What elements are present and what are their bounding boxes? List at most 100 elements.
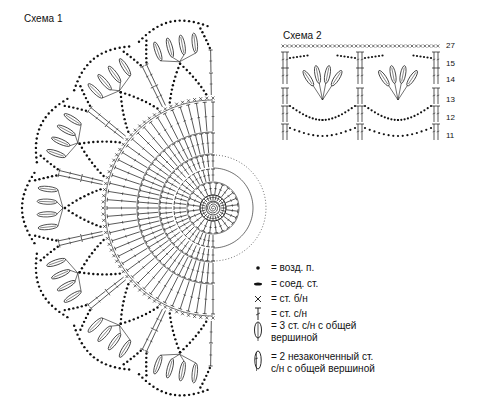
stitch-line bbox=[49, 260, 64, 265]
stitch-line bbox=[225, 209, 226, 213]
chain-dot bbox=[404, 118, 406, 120]
chain-dot bbox=[133, 355, 135, 357]
stitch-line bbox=[106, 176, 109, 179]
chain-dot bbox=[364, 57, 366, 59]
chain-dot bbox=[145, 34, 147, 36]
stitch-line bbox=[102, 200, 105, 203]
chain-dot bbox=[47, 238, 49, 240]
chain-dot bbox=[101, 52, 103, 54]
stitch-line bbox=[123, 185, 125, 188]
chain-dot bbox=[86, 350, 88, 352]
chain-dot bbox=[174, 394, 176, 396]
stitch-line bbox=[189, 184, 191, 186]
chain-dot bbox=[299, 111, 301, 113]
chain-dot bbox=[88, 256, 90, 258]
stitch-line bbox=[69, 172, 71, 175]
stitch-line bbox=[180, 107, 189, 135]
stitch-line bbox=[211, 155, 215, 156]
stitch-line bbox=[197, 158, 201, 169]
stitch-line bbox=[167, 182, 177, 188]
chain-dot bbox=[177, 347, 179, 349]
chain-dot bbox=[43, 256, 45, 258]
stitch-line bbox=[132, 258, 154, 277]
stitch-line bbox=[107, 223, 109, 227]
chain-dot bbox=[40, 155, 42, 157]
chain-dot bbox=[145, 48, 147, 50]
chain-dot bbox=[64, 309, 66, 311]
stitch-line bbox=[285, 106, 289, 107]
stitch-line bbox=[175, 103, 178, 106]
row-number: 11 bbox=[446, 131, 454, 141]
stitch-line bbox=[221, 208, 226, 209]
chain-dot bbox=[308, 116, 310, 118]
stitch-line bbox=[149, 237, 166, 247]
chain-dot bbox=[120, 91, 122, 93]
stitch-line bbox=[189, 197, 191, 201]
chain-dot bbox=[344, 111, 346, 113]
stitch-line bbox=[166, 253, 168, 255]
chain-dot bbox=[289, 127, 291, 129]
stitch-line bbox=[197, 195, 199, 197]
legend-symbol bbox=[256, 313, 260, 315]
stitch-line bbox=[200, 210, 205, 211]
stitch-line bbox=[415, 45, 418, 48]
chain-dot bbox=[78, 76, 80, 78]
stitch-line bbox=[223, 213, 225, 216]
stitch-line bbox=[195, 261, 200, 280]
chain-dot bbox=[179, 63, 181, 65]
chain-dot bbox=[205, 375, 207, 377]
stitch-line bbox=[119, 325, 121, 333]
stitch-line bbox=[180, 354, 196, 363]
chain-dot bbox=[120, 318, 122, 320]
stitch-line bbox=[157, 241, 158, 243]
stitch-line bbox=[58, 175, 80, 180]
stitch-line bbox=[168, 361, 172, 376]
chain-dot bbox=[347, 109, 349, 111]
chain-dot bbox=[338, 115, 340, 117]
chain-dot bbox=[334, 116, 336, 118]
stitch-line bbox=[184, 179, 187, 182]
chain-dot bbox=[42, 237, 44, 239]
stitch-line bbox=[287, 68, 288, 84]
stitch-line bbox=[153, 87, 163, 107]
stitch-line bbox=[372, 45, 375, 48]
stitch-line bbox=[158, 133, 160, 135]
stitch-line bbox=[125, 138, 128, 141]
chain-dot bbox=[126, 53, 128, 55]
stitch-line bbox=[60, 171, 81, 176]
stitch-line bbox=[205, 102, 207, 131]
chain-dot bbox=[205, 93, 207, 95]
stitch-line bbox=[144, 127, 163, 149]
stitch-line bbox=[214, 220, 218, 221]
chain-dot bbox=[35, 267, 37, 269]
stitch-line bbox=[283, 124, 284, 140]
stitch-line bbox=[359, 45, 362, 48]
chain-dot bbox=[120, 91, 122, 93]
stitch-line bbox=[104, 231, 107, 234]
stitch-line bbox=[207, 198, 209, 199]
stitch-line bbox=[58, 190, 63, 208]
stitch-line bbox=[169, 308, 172, 311]
stitch-line bbox=[281, 88, 285, 89]
stitch-line bbox=[213, 216, 214, 221]
chain-dot bbox=[85, 110, 87, 112]
stitch-line bbox=[217, 215, 220, 219]
chain-dot bbox=[97, 273, 99, 275]
stitch-line bbox=[226, 206, 227, 210]
stitch-line bbox=[203, 212, 204, 214]
stitch-line bbox=[186, 310, 190, 312]
stitch-line bbox=[438, 106, 439, 122]
stitch-line bbox=[210, 344, 211, 366]
stitch-line bbox=[181, 183, 183, 186]
stitch-line bbox=[178, 187, 180, 190]
chain-dot bbox=[127, 283, 129, 285]
stitch-line bbox=[281, 124, 285, 125]
stitch-line bbox=[199, 316, 202, 319]
chain-dot bbox=[136, 61, 138, 63]
chain-dot bbox=[193, 393, 195, 395]
chain-dot bbox=[133, 58, 135, 60]
stitch-line bbox=[174, 203, 186, 205]
chain-dot bbox=[36, 276, 38, 278]
stitch-line bbox=[187, 99, 190, 102]
